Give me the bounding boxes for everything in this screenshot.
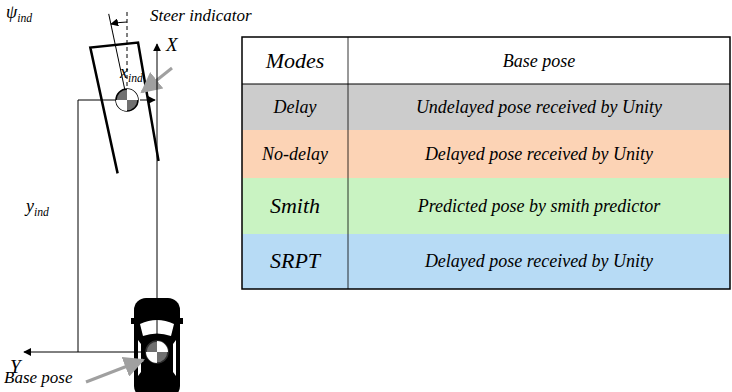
indicator-outline	[90, 42, 159, 175]
table-cell: Smith	[270, 193, 320, 218]
table-cell: Predicted pose by smith predictor	[418, 196, 661, 216]
table-cell: Delayed pose received by Unity	[425, 144, 653, 164]
table-border	[242, 37, 730, 289]
table-header: Modes	[242, 48, 348, 74]
angle-label: ψind	[6, 2, 32, 25]
mode-table	[242, 37, 730, 289]
dimension-label: xind	[120, 62, 143, 82]
y-dimension	[78, 100, 79, 352]
table-cell: SRPT	[242, 248, 348, 274]
base-pose-marker	[146, 341, 168, 363]
callout-label: Base pose	[4, 368, 72, 387]
table-cell: Delay	[242, 97, 348, 118]
table-cell: SRPT	[270, 248, 320, 273]
table-cell: Delayed pose received by Unity	[425, 251, 653, 271]
table-header: Base pose	[503, 51, 575, 71]
angle-arc	[111, 22, 127, 24]
table-cell: No-delay	[242, 144, 348, 165]
axis-label: X	[166, 34, 178, 55]
table-header: Modes	[266, 48, 325, 73]
table-header: Base pose	[348, 51, 730, 72]
angle-label: ψind	[6, 2, 32, 22]
side-windows	[138, 340, 176, 376]
table-cell: No-delay	[262, 144, 328, 164]
row-no-delay	[242, 130, 730, 178]
leader-arrow	[86, 360, 143, 382]
table-cell: Delay	[274, 97, 317, 117]
indicator-wheel	[116, 89, 138, 111]
y-axis	[24, 352, 157, 353]
heading-line	[109, 14, 127, 100]
row-smith	[242, 178, 730, 234]
header-rule	[242, 83, 730, 84]
column-rule	[348, 37, 349, 289]
mirror	[179, 318, 183, 324]
reference-line	[127, 10, 128, 100]
row-srpt	[242, 234, 730, 289]
table-cell: Smith	[242, 193, 348, 219]
dimension-label: yind	[26, 196, 49, 219]
axis-label: X	[166, 34, 178, 56]
mirror	[131, 318, 135, 324]
table-cell: Delayed pose received by Unity	[348, 251, 730, 272]
table-cell: Predicted pose by smith predictor	[348, 196, 730, 217]
table-cell: Delayed pose received by Unity	[348, 144, 730, 165]
wheel-quarters	[116, 89, 138, 111]
y-dimension-top	[78, 100, 116, 101]
table-cell: Undelayed pose received by Unity	[416, 97, 662, 117]
dimension-label: xind	[120, 62, 143, 85]
x-axis	[157, 44, 158, 352]
callout-label: Steer indicator	[150, 6, 252, 25]
marker-quarters	[146, 341, 168, 363]
callout-label: Steer indicator	[150, 6, 252, 26]
table-cell: Undelayed pose received by Unity	[348, 97, 730, 118]
callout-label: Base pose	[4, 368, 72, 388]
x-dimension	[140, 100, 155, 101]
row-delay	[242, 84, 730, 130]
dimension-label: yind	[26, 196, 49, 216]
